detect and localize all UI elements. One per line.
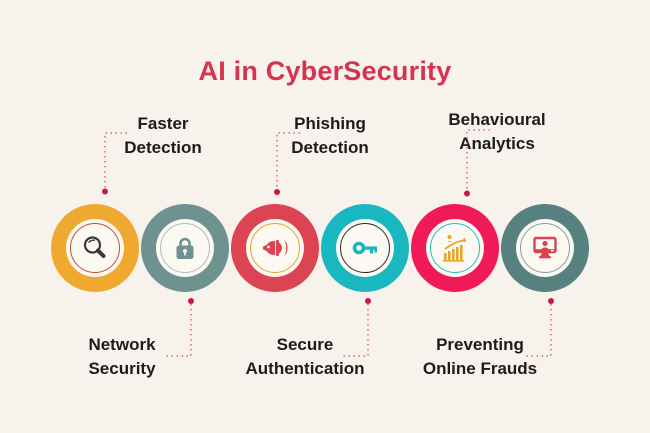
label-faster-detection: Faster Detection — [88, 112, 238, 160]
circle-ring — [70, 223, 120, 273]
label-line: Secure — [276, 335, 334, 354]
growth-chart-icon — [443, 235, 467, 262]
circle-network-security — [141, 204, 229, 292]
label-line: Preventing — [436, 335, 524, 354]
label-line: Authentication — [245, 359, 365, 378]
fish-icon — [263, 240, 288, 256]
monitor-user-icon — [533, 236, 557, 259]
circle-phishing-detection — [231, 204, 319, 292]
label-line: Phishing — [294, 114, 366, 133]
circle-inner — [516, 219, 574, 277]
label-line: Detection — [124, 138, 202, 157]
label-network-security: Network Security — [47, 333, 197, 381]
magnifier-icon — [83, 236, 106, 258]
circle-ring — [160, 223, 210, 273]
label-secure-authentication: Secure Authentication — [230, 333, 380, 381]
circle-inner — [336, 219, 394, 277]
label-line: Online Frauds — [422, 359, 538, 378]
page-title: AI in CyberSecurity — [198, 56, 452, 86]
label-line: Faster — [137, 114, 189, 133]
label-line: Security — [88, 359, 156, 378]
label-line: Analytics — [459, 134, 535, 153]
label-phishing-detection: Phishing Detection — [255, 112, 405, 160]
label-behavioural-analytics: Behavioural Analytics — [422, 108, 572, 156]
circle-faster-detection — [51, 204, 139, 292]
circle-ring — [520, 223, 570, 273]
label-line: Behavioural — [448, 110, 546, 129]
circle-behavioural-analytics — [411, 204, 499, 292]
circle-inner — [246, 219, 304, 277]
circle-inner — [426, 219, 484, 277]
label-line: Network — [88, 335, 156, 354]
label-preventing-online-frauds: Preventing Online Frauds — [405, 333, 555, 381]
key-icon — [352, 241, 377, 255]
circle-ring — [430, 223, 480, 273]
lock-icon — [176, 237, 194, 259]
circle-preventing-online-frauds — [501, 204, 589, 292]
circle-secure-authentication — [321, 204, 409, 292]
circle-ring — [340, 223, 390, 273]
label-line: Detection — [291, 138, 369, 157]
circle-inner — [156, 219, 214, 277]
circle-ring — [250, 223, 300, 273]
circle-inner — [66, 219, 124, 277]
